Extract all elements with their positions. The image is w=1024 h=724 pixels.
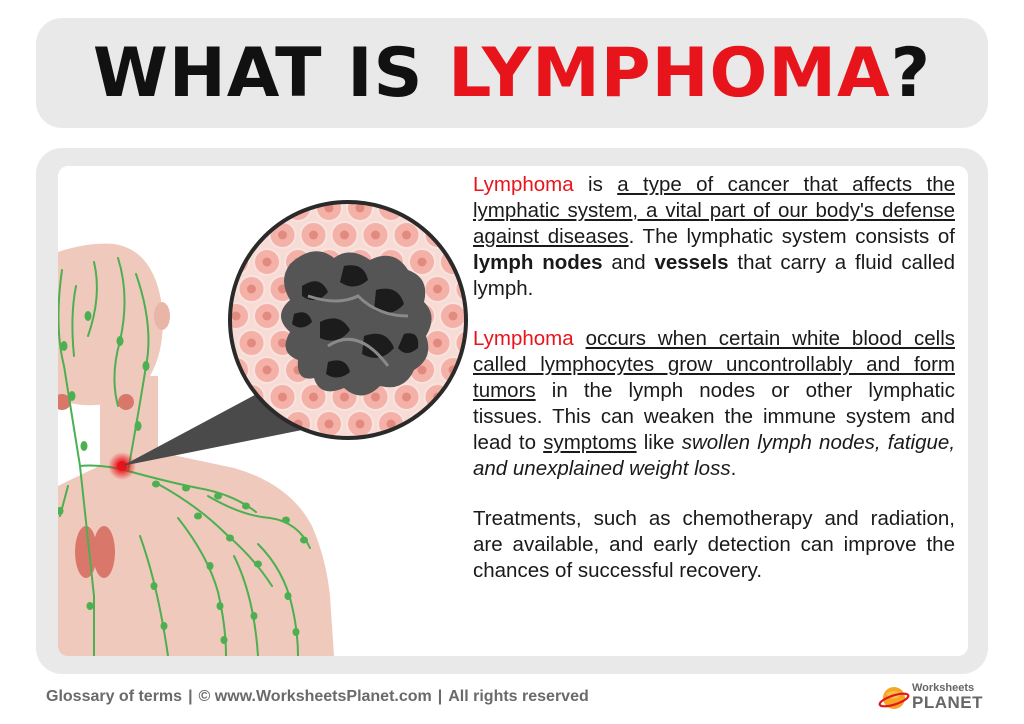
cell-nucleus (309, 230, 318, 240)
cell-nucleus (417, 257, 427, 267)
footer-separator: | (437, 688, 443, 705)
cell-nucleus (371, 392, 380, 402)
cell-nucleus (247, 230, 256, 240)
cell-nucleus (433, 284, 442, 294)
text-run: . (730, 457, 737, 480)
cell-nucleus (231, 311, 241, 321)
title-keyword: LYMPHOMA (448, 33, 891, 113)
cell-nucleus (402, 392, 411, 402)
cell-nucleus (324, 419, 334, 429)
footer-site-link[interactable]: www.WorksheetsPlanet.com (214, 688, 432, 705)
definition-underline: a type of cancer that affects the lympha… (473, 173, 955, 248)
lymph-node (118, 394, 134, 410)
footer-rights: All rights reserved (448, 688, 589, 705)
cell-nucleus (231, 257, 241, 267)
cell-nucleus (262, 365, 272, 375)
logo-text: Worksheets PLANET (912, 682, 983, 712)
cell-nucleus (386, 419, 396, 429)
zoom-pointer (122, 390, 312, 466)
symptoms-underline: symptoms (543, 431, 637, 454)
planet-logo-icon (878, 687, 910, 709)
term-highlight: Lymphoma (473, 173, 574, 196)
text-run (574, 327, 586, 350)
cell-nucleus (355, 203, 365, 213)
cell-nucleus (417, 419, 427, 429)
blood-cell (330, 437, 359, 438)
footer-glossary: Glossary of terms (46, 688, 183, 705)
lymph-node-dots (58, 311, 308, 644)
cell-nucleus (247, 338, 256, 348)
logo-line2: PLANET (912, 693, 983, 712)
paragraph-definition: Lymphoma is a type of cancer that affect… (473, 172, 955, 302)
tumor-mass (281, 251, 432, 396)
bold-term: lymph nodes (473, 251, 603, 274)
logo-line1: Worksheets (912, 682, 975, 694)
title-text: WHAT IS (92, 33, 449, 113)
cell-nucleus (417, 365, 427, 375)
text-run: that carry a fluid called lymph. (473, 251, 955, 300)
description-text: Lymphoma is a type of cancer that affect… (473, 172, 955, 584)
copyright-icon: © (198, 688, 211, 705)
cell-nucleus (278, 338, 287, 348)
text-run: in the lymph nodes or other lymphatic ti… (473, 379, 955, 454)
paragraph-treatment: Treatments, such as chemotherapy and rad… (473, 507, 955, 582)
cell-nucleus (278, 230, 287, 240)
paragraph-cause: Lymphoma occurs when certain white blood… (473, 326, 955, 482)
cell-nucleus (433, 338, 442, 348)
cell-nucleus (340, 392, 349, 402)
lymph-node (58, 394, 71, 410)
worksheets-planet-logo[interactable]: Worksheets PLANET (878, 680, 998, 718)
cell-nucleus (402, 230, 411, 240)
page-title: WHAT IS LYMPHOMA? (93, 34, 931, 113)
cell-nucleus (247, 284, 256, 294)
cell-nucleus (262, 311, 272, 321)
footer: Glossary of terms | © www.WorksheetsPlanet… (46, 688, 589, 706)
footer-separator: | (188, 688, 193, 705)
title-bar: WHAT IS LYMPHOMA? (36, 18, 988, 128)
content-card: Lymphoma is a type of cancer that affect… (58, 166, 968, 656)
blood-cell (237, 221, 266, 249)
cell-nucleus (340, 230, 349, 240)
symptom-list: swollen lymph nodes, fatigue, and unexpl… (473, 431, 956, 480)
text-run: . The lymphatic system consists of (628, 225, 955, 248)
term-highlight: Lymphoma (473, 327, 574, 350)
lymphoma-illustration (58, 200, 468, 656)
cell-nucleus (278, 392, 287, 402)
blood-cell (408, 410, 436, 438)
text-run: like (636, 431, 682, 454)
cell-nucleus (371, 230, 380, 240)
cause-underline: occurs when certain white blood cells ca… (473, 327, 955, 402)
text-run: is (573, 173, 618, 196)
bold-term: vessels (654, 251, 729, 274)
human-figure (58, 243, 334, 656)
cell-nucleus (448, 311, 458, 321)
cell-nucleus (309, 392, 318, 402)
cell-nucleus (340, 447, 349, 456)
title-question-mark: ? (890, 33, 932, 113)
lymphatic-vessels (58, 257, 311, 656)
cell-nucleus (262, 257, 272, 267)
text-run: and (602, 251, 655, 274)
cell-nucleus (355, 419, 365, 429)
